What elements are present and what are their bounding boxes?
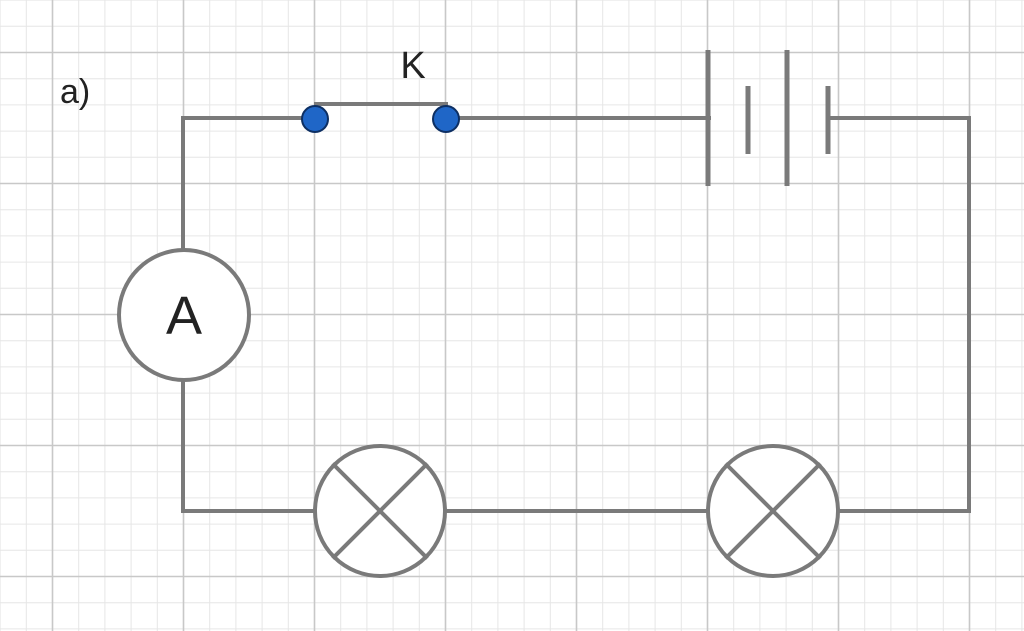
lamp-right-cross-b — [724, 462, 822, 560]
switch-terminal-right — [432, 105, 460, 133]
ammeter: A — [117, 248, 251, 382]
switch-label: K — [400, 45, 425, 87]
part-label: a) — [60, 73, 90, 111]
wire-bottom-left — [181, 380, 316, 513]
lamp-right — [706, 444, 840, 578]
lamp-left — [313, 444, 447, 578]
switch-terminal-left — [301, 105, 329, 133]
battery — [705, 50, 831, 186]
wires — [181, 116, 971, 513]
switch-k: K — [301, 45, 460, 133]
wire-right — [828, 116, 971, 513]
lamp-left-cross-b — [331, 462, 429, 560]
wire-top-left — [181, 116, 316, 250]
ammeter-circle — [117, 248, 251, 382]
ammeter-label: A — [166, 286, 202, 346]
